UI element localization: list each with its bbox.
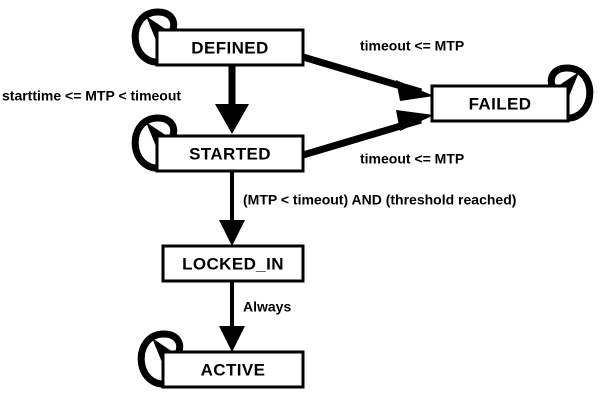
state-failed[interactable]: FAILED xyxy=(430,84,570,123)
transition-lockedin-to-active[interactable]: Always xyxy=(219,281,291,352)
state-failed-box xyxy=(430,84,570,123)
state-defined-label: DEFINED xyxy=(191,38,268,57)
state-active[interactable]: ACTIVE xyxy=(161,350,305,389)
defined-to-failed-arrowhead xyxy=(396,80,434,101)
state-started[interactable]: STARTED xyxy=(155,134,305,173)
state-defined-box xyxy=(155,28,305,67)
state-started-box xyxy=(155,134,305,173)
label-threshold-condition: (MTP < timeout) AND (threshold reached) xyxy=(243,192,516,208)
state-locked-in-box xyxy=(161,244,305,283)
state-locked-in[interactable]: LOCKED_IN xyxy=(161,244,305,283)
active-self-loop-path xyxy=(137,330,184,388)
label-always: Always xyxy=(243,299,291,315)
label-starttime-condition: starttime <= MTP < timeout xyxy=(2,88,181,104)
state-failed-label: FAILED xyxy=(469,94,532,113)
transition-defined-to-failed[interactable]: timeout <= MTP xyxy=(302,38,464,101)
state-active-label: ACTIVE xyxy=(201,360,266,379)
lockedin-to-active-arrowhead xyxy=(219,326,245,352)
transition-defined-to-started[interactable]: starttime <= MTP < timeout xyxy=(2,65,249,134)
defined-self-loop-path xyxy=(131,8,178,66)
state-started-label: STARTED xyxy=(189,144,271,163)
started-self-loop-path xyxy=(131,114,178,172)
failed-self-loop-path xyxy=(547,64,594,122)
state-active-box xyxy=(161,350,305,389)
started-to-lockedin-arrowhead xyxy=(219,220,245,246)
defined-to-started-arrowhead xyxy=(215,104,249,134)
state-locked-in-label: LOCKED_IN xyxy=(182,254,284,273)
started-to-failed-arrowhead xyxy=(396,110,434,131)
transition-started-to-failed[interactable]: timeout <= MTP xyxy=(302,110,464,167)
label-timeout-condition-top: timeout <= MTP xyxy=(360,38,464,54)
label-timeout-condition-bottom: timeout <= MTP xyxy=(360,151,464,167)
transition-started-to-lockedin[interactable]: (MTP < timeout) AND (threshold reached) xyxy=(219,171,516,246)
state-defined[interactable]: DEFINED xyxy=(155,28,305,67)
